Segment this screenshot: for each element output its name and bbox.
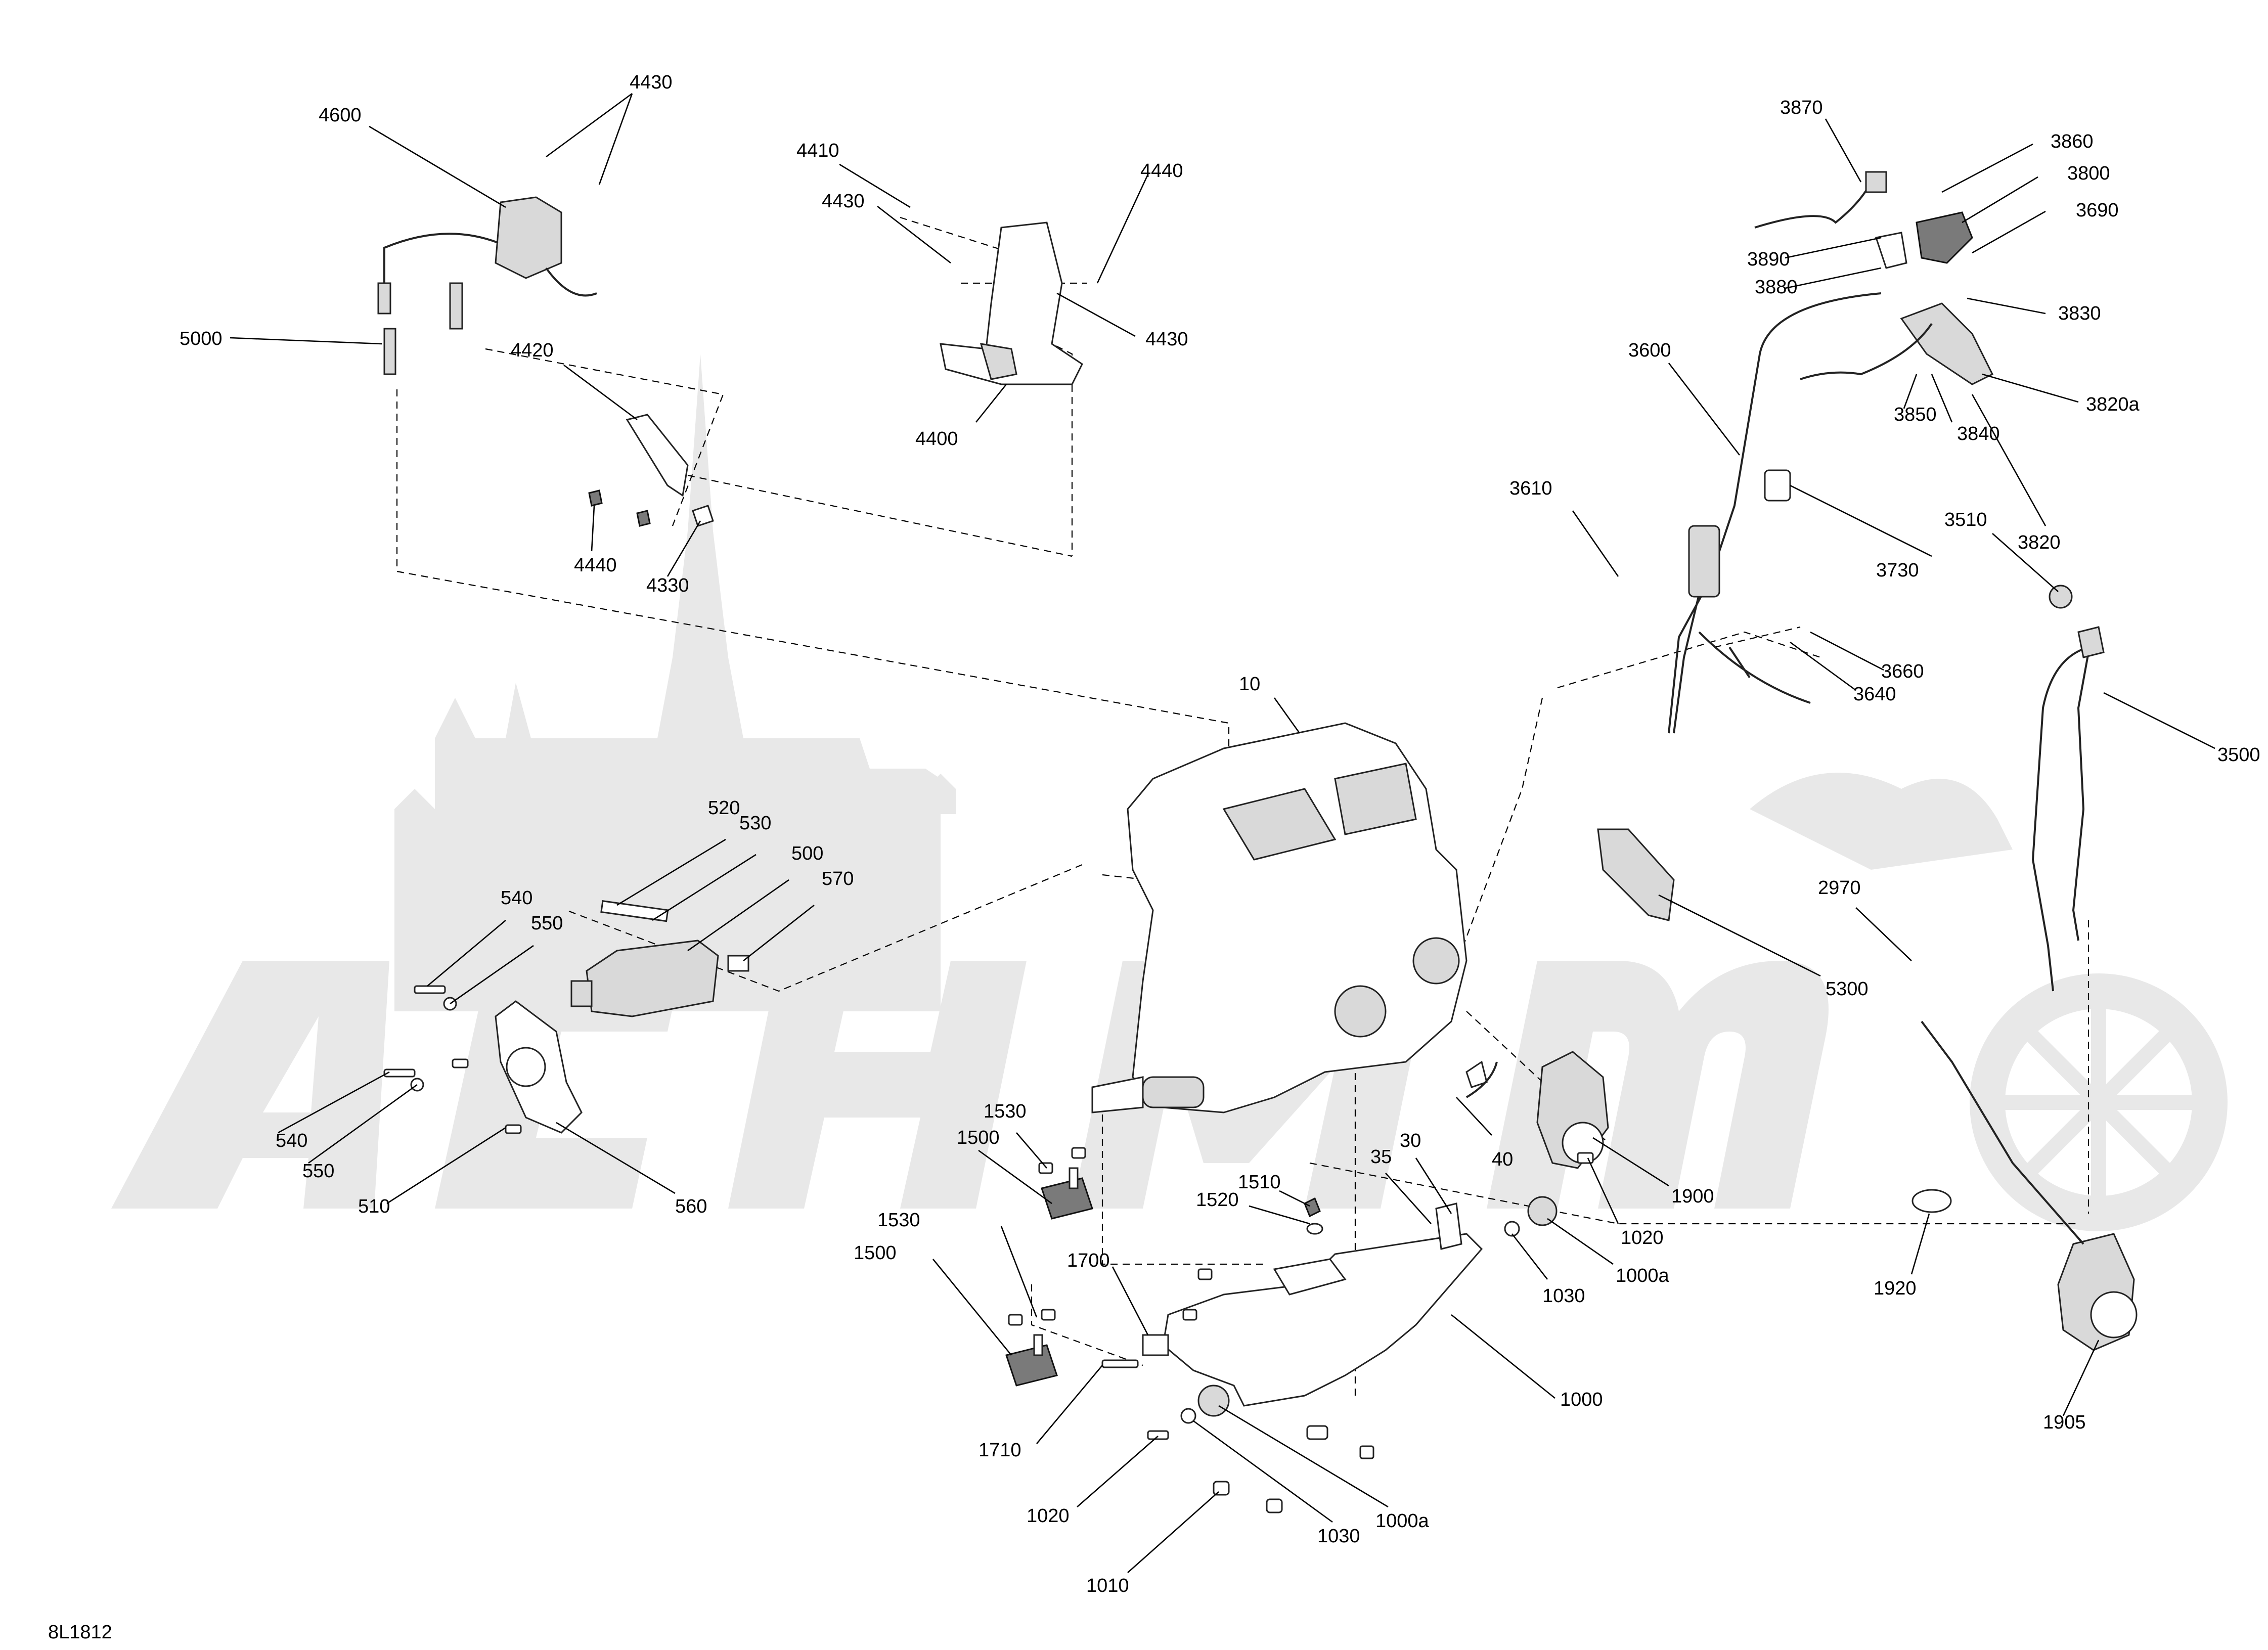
bushing-3730 <box>1764 469 1791 502</box>
callout-4410: 4410 <box>796 140 839 161</box>
callout-3690: 3690 <box>2076 200 2119 221</box>
callout-560: 560 <box>675 1196 707 1217</box>
bracket-4400 <box>940 221 1083 385</box>
callout-1920: 1920 <box>1874 1278 1917 1299</box>
wiring-harness-3600 <box>1668 292 1882 734</box>
air-silencer-part-5300 <box>1597 828 1675 921</box>
callout-30: 30 <box>1400 1130 1421 1151</box>
callout-4430: 4430 <box>1145 329 1188 350</box>
callout-1020: 1020 <box>1621 1227 1664 1248</box>
callout-1000a: 1000a <box>1616 1265 1670 1286</box>
callout-550: 550 <box>531 913 563 934</box>
callout-4420: 4420 <box>511 340 554 361</box>
clamp-1920 <box>1911 1189 1952 1213</box>
callout-3510: 3510 <box>1944 509 1987 530</box>
callout-3890: 3890 <box>1747 249 1790 270</box>
callout-3800: 3800 <box>2067 163 2110 184</box>
throttle-cable-3500 <box>2031 626 2105 992</box>
callout-labels: 4600 4430 5000 4420 4440 4330 4410 4430 … <box>180 72 2260 1596</box>
callout-35: 35 <box>1370 1146 1392 1168</box>
housing-3800 <box>1916 211 1973 264</box>
callout-leader-lines <box>230 93 2215 1573</box>
callout-3640: 3640 <box>1853 684 1896 705</box>
callout-4440: 4440 <box>574 555 617 576</box>
callout-3840: 3840 <box>1957 423 2000 444</box>
callout-1530: 1530 <box>984 1101 1027 1122</box>
callout-3500: 3500 <box>2217 744 2260 766</box>
callout-1030: 1030 <box>1542 1285 1585 1307</box>
callout-3850: 3850 <box>1894 404 1937 425</box>
engine-assembly <box>1091 722 1467 1113</box>
callout-5000: 5000 <box>180 328 223 349</box>
callout-1020: 1020 <box>1027 1505 1070 1527</box>
callout-1700: 1700 <box>1067 1250 1110 1271</box>
callout-570: 570 <box>822 868 854 889</box>
callout-500: 500 <box>791 843 823 864</box>
callout-5300: 5300 <box>1826 978 1869 1000</box>
carburetor-1905 <box>1921 1020 2138 1351</box>
callout-4330: 4330 <box>646 575 689 596</box>
callout-1000: 1000 <box>1560 1389 1603 1410</box>
callout-3860: 3860 <box>2051 131 2094 152</box>
callout-540: 540 <box>276 1130 307 1151</box>
bracket-4420 <box>626 414 689 497</box>
callout-1500: 1500 <box>854 1242 897 1264</box>
callout-1900: 1900 <box>1671 1186 1714 1207</box>
callout-3660: 3660 <box>1881 661 1924 682</box>
callout-1010: 1010 <box>1086 1575 1129 1596</box>
callout-3870: 3870 <box>1780 97 1823 118</box>
starter-motor <box>570 900 749 1017</box>
nut-3510 <box>2049 585 2073 609</box>
callout-4400: 4400 <box>915 428 958 450</box>
callout-3880: 3880 <box>1755 277 1798 298</box>
callout-4600: 4600 <box>319 105 362 126</box>
callout-3730: 3730 <box>1876 560 1919 581</box>
callout-3820a: 3820a <box>2086 394 2140 415</box>
callout-3600: 3600 <box>1628 340 1671 361</box>
callout-3830: 3830 <box>2058 303 2101 324</box>
callout-4430: 4430 <box>822 191 865 212</box>
spark-plug <box>383 328 396 375</box>
callout-3820: 3820 <box>2018 532 2061 553</box>
carburetor-1900 <box>1536 1051 1609 1169</box>
callout-40: 40 <box>1492 1149 1513 1170</box>
callout-520: 520 <box>708 797 740 819</box>
callout-3610: 3610 <box>1509 478 1552 499</box>
callout-1905: 1905 <box>2043 1412 2086 1433</box>
callout-510: 510 <box>358 1196 390 1217</box>
engine-support-1000 <box>1142 1233 1483 1407</box>
starter-bracket <box>495 1000 583 1134</box>
callout-1710: 1710 <box>979 1440 1021 1461</box>
callout-4430: 4430 <box>630 72 673 93</box>
callout-540: 540 <box>501 887 532 909</box>
callout-1500: 1500 <box>957 1127 1000 1148</box>
callout-1520: 1520 <box>1196 1189 1239 1211</box>
rubber-mount-1500 <box>1005 1167 1093 1387</box>
callout-1530: 1530 <box>877 1210 920 1231</box>
callout-2970: 2970 <box>1818 877 1861 899</box>
throttle-lever-3820 <box>1800 302 1994 385</box>
callout-4440: 4440 <box>1140 160 1183 182</box>
callout-1030: 1030 <box>1317 1526 1360 1547</box>
fasteners-starter <box>383 985 522 1134</box>
small-fasteners <box>1008 1060 1594 1513</box>
callout-530: 530 <box>739 813 771 834</box>
callout-1000a: 1000a <box>1375 1510 1430 1532</box>
switch-3870 <box>1754 171 1907 269</box>
ignition-coil <box>377 196 597 330</box>
callout-10: 10 <box>1239 674 1260 695</box>
callout-1510: 1510 <box>1238 1172 1281 1193</box>
nut-4440-and-4330 <box>588 489 714 527</box>
callout-550: 550 <box>302 1161 334 1182</box>
bushings-1000a <box>1180 1196 1558 1424</box>
document-code: 8L1812 <box>48 1622 112 1643</box>
